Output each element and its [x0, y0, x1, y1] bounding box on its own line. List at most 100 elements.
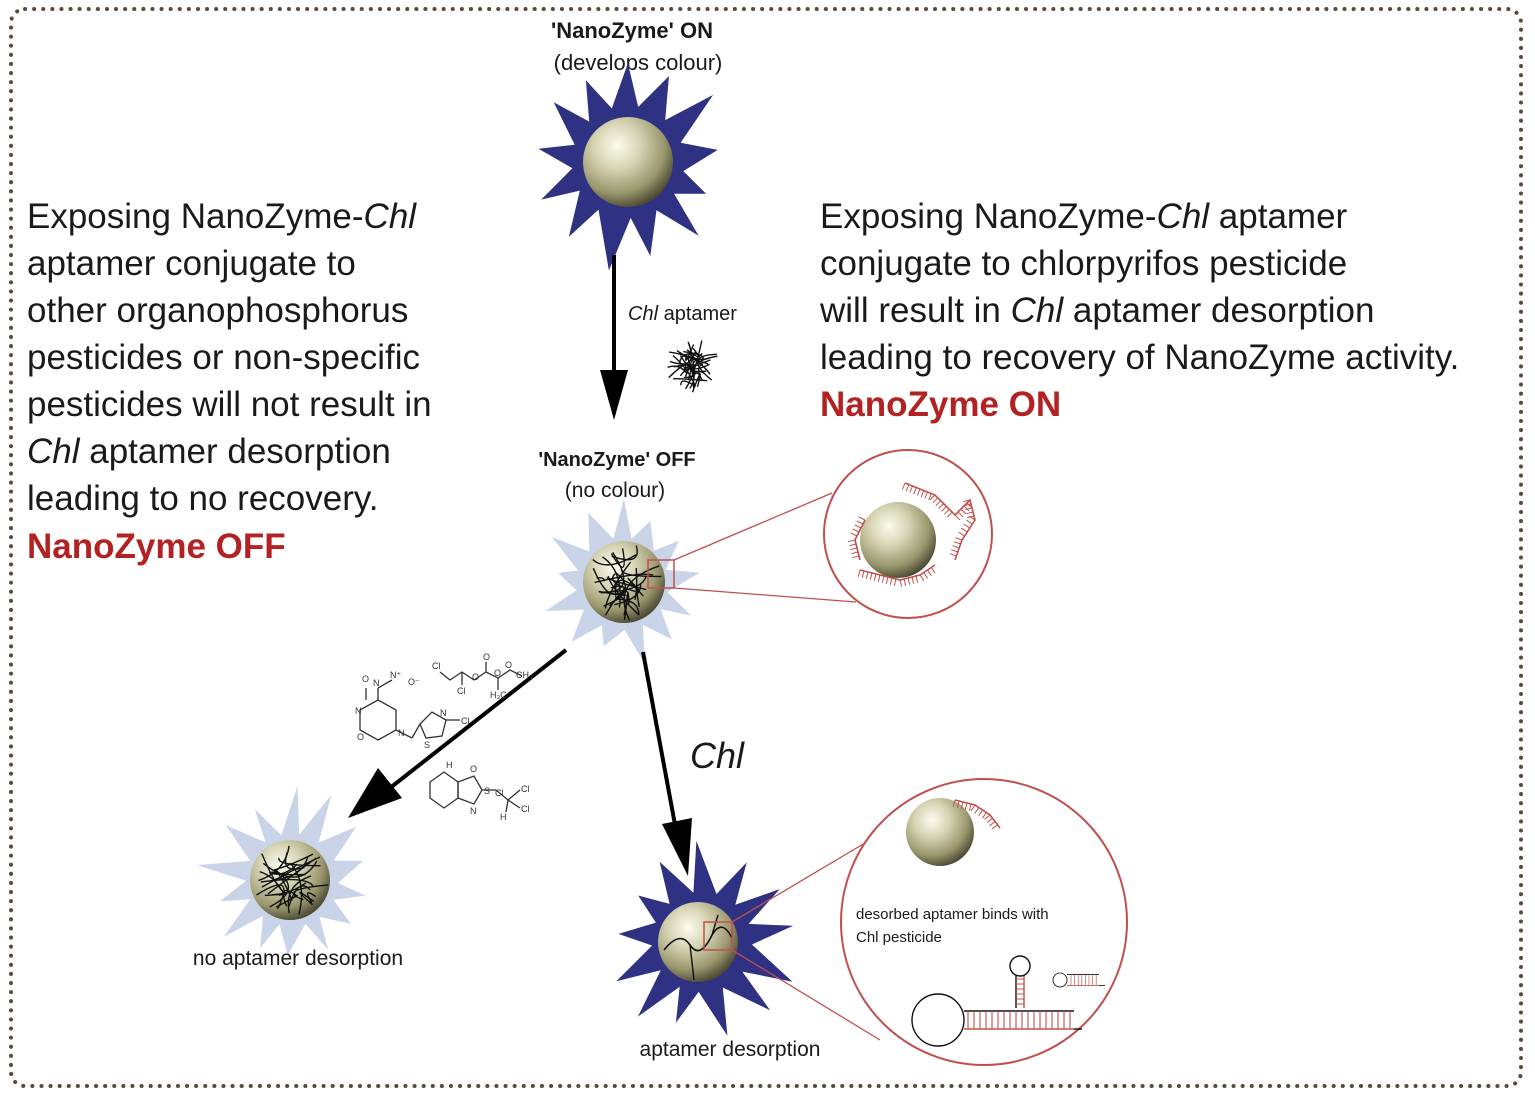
chem-label-17: Cl — [461, 716, 470, 726]
base-pair-tick — [861, 570, 865, 578]
base-pair-tick — [909, 485, 913, 493]
base-pair-tick — [953, 541, 961, 545]
aptamer-strand — [598, 590, 627, 597]
chem-label-26: H — [446, 760, 453, 770]
base-pair-tick — [981, 812, 987, 819]
chem-label-10: N — [373, 678, 380, 688]
base-pair-tick — [911, 576, 915, 584]
aptamer-strand — [289, 862, 303, 915]
base-pair-tick — [857, 569, 861, 577]
left-line-4: pesticides or non-specific — [27, 338, 420, 377]
aptamer-strand — [259, 871, 284, 894]
inset-bound-aptamer — [823, 449, 993, 619]
base-pair-tick — [889, 577, 893, 585]
left-branch-arrow-head — [348, 768, 402, 818]
aptamer-strand — [604, 561, 632, 609]
pesticide-structures: Cl Cl O O O O CH₃ H₃C O N N N N N⁺ O⁻ S — [355, 652, 533, 822]
off-title: 'NanoZyme' OFF — [538, 449, 695, 471]
base-pair-tick — [905, 484, 910, 492]
aptamer-strand — [260, 878, 314, 887]
dichlorvos-structure: Cl Cl O O O O CH₃ H₃C — [432, 652, 533, 700]
chem-label-3: O — [472, 672, 479, 682]
aptamer-strand — [691, 374, 701, 393]
aptamer-strand — [288, 885, 311, 907]
base-pair-tick — [968, 803, 972, 811]
hairpin-loop — [1052, 972, 1068, 988]
top-subtitle: (develops colour) — [554, 50, 723, 75]
base-pair-tick — [854, 524, 862, 529]
chem-label-14: N⁺ — [390, 670, 401, 680]
hairpin-branch-loop — [1009, 955, 1031, 977]
base-pair-tick — [955, 537, 963, 541]
right-line-4: leading to recovery of NanoZyme activity… — [820, 338, 1459, 377]
base-pair-tick — [966, 502, 973, 509]
base-pair-tick — [903, 578, 907, 586]
hairpin-loop — [911, 993, 965, 1047]
base-pair-tick — [956, 800, 960, 808]
bound-aptamer-strands — [848, 482, 976, 587]
aptamer-strand — [609, 585, 625, 607]
base-pair-tick — [852, 555, 860, 559]
chem-label-24: Cl — [521, 804, 530, 814]
base-pair-tick — [989, 821, 996, 827]
base-pair-tick — [916, 488, 921, 496]
down-arrow-1-head — [600, 370, 628, 420]
right-description: Exposing NanoZyme-Chl aptamer conjugate … — [819, 197, 1459, 424]
aptamer-strand — [623, 565, 660, 621]
base-pair-tick — [893, 578, 897, 586]
inset-text-1: desorbed aptamer binds with — [856, 906, 1049, 923]
right-line-2: conjugate to chlorpyrifos pesticide — [820, 244, 1347, 283]
base-pair-tick — [954, 514, 961, 521]
base-pair-tick — [964, 503, 972, 507]
left-line-5: pesticides will not result in — [27, 385, 432, 424]
aptamer-strand — [275, 894, 298, 908]
aptamer-strand — [679, 359, 711, 377]
base-pair-tick — [865, 571, 869, 579]
base-pair-tick — [963, 523, 971, 529]
left-status: NanoZyme OFF — [27, 527, 286, 566]
chl-arrow-label: Chl — [690, 735, 745, 776]
base-pair-tick — [852, 528, 860, 533]
base-pair-tick — [913, 487, 917, 495]
base-pair-tick — [932, 497, 939, 504]
base-pair-tick — [849, 543, 857, 547]
base-pair-tick — [928, 493, 932, 501]
off-subtitle: (no colour) — [565, 479, 665, 502]
aptamer-strand — [689, 353, 711, 375]
chem-label-16: S — [424, 740, 430, 750]
chem-label-1: Cl — [432, 661, 441, 671]
right-status: NanoZyme ON — [820, 385, 1061, 424]
base-pair-tick — [978, 809, 983, 817]
zoom-line-top — [673, 492, 833, 561]
aptamer-hairpin-large — [911, 955, 1082, 1047]
no-desorption-particle — [196, 785, 366, 956]
base-pair-tick — [850, 547, 858, 551]
chl-arrow-head — [662, 818, 692, 876]
base-pair-tick — [984, 814, 991, 820]
aptamer-strand — [258, 845, 290, 882]
chem-label-12: N — [398, 728, 405, 738]
aptamer-strand — [299, 891, 315, 906]
base-pair-tick — [952, 799, 956, 807]
left-line-6: Chl aptamer desorption — [27, 432, 391, 471]
aptamer-coating-2 — [256, 845, 329, 915]
left-branch-arrow — [388, 648, 568, 790]
chem-label-23: Cl — [521, 784, 530, 794]
aptamer-strand — [623, 591, 629, 620]
aptamer-strand — [686, 347, 699, 358]
base-pair-tick — [920, 490, 925, 498]
base-pair-tick — [924, 491, 928, 499]
chem-label-22: Cl — [495, 788, 504, 798]
aptamer-coil — [667, 340, 718, 393]
residual-strands — [663, 914, 733, 981]
captan-structure: O N S Cl Cl Cl H H — [429, 760, 530, 822]
base-pair-tick — [952, 545, 960, 549]
inset-nanoparticle-1 — [860, 502, 936, 578]
top-title: 'NanoZyme' ON — [551, 18, 713, 43]
base-pair-tick — [966, 519, 973, 525]
base-pair-tick — [974, 807, 980, 814]
aptamer-strand — [614, 584, 642, 606]
base-pair-tick — [907, 577, 911, 585]
chem-label-5: O — [494, 668, 501, 678]
aptamer-strand — [676, 350, 709, 365]
